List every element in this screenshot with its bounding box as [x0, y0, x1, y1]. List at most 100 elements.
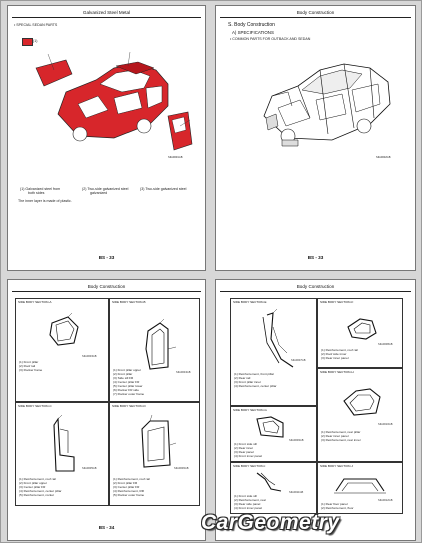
section-code: SIIA0003GB — [82, 355, 97, 358]
item-2: (2) Rear rail — [234, 376, 251, 380]
item-2: (2) Front pillar upper — [19, 481, 48, 485]
legend-label: (1) — [33, 39, 38, 43]
item-2: (2) Rear inner panel — [321, 434, 349, 438]
item-7: (7) Rocker outer frame — [113, 392, 145, 396]
caption-2-line2: galvanized — [90, 191, 108, 195]
section-drawing — [334, 478, 386, 494]
item-3: (3) Side sill FR — [113, 376, 134, 380]
section-drawing — [256, 416, 284, 438]
section-head: SIDE BODY SECTION-G — [233, 408, 267, 412]
item-4: (4) Reinforcement, center pillar — [234, 384, 277, 388]
item-2: (2) Front pillar — [113, 372, 133, 376]
page-number: BS - 34 — [98, 525, 115, 530]
figure-code: SIIA0001GB — [168, 156, 183, 159]
section-head: SIDE BODY SECTION-B — [112, 300, 146, 304]
caption-3: (3) Two-side galvanized steel — [140, 187, 187, 191]
section-code: SIIA0008GB — [378, 343, 393, 346]
body-frame-line-drawing — [263, 63, 391, 147]
section-code: SIIA0012GB — [378, 499, 393, 502]
section-drawing — [141, 415, 177, 468]
section-code: SIIA0010GB — [378, 423, 393, 426]
caption-1-line2: both sides — [28, 191, 45, 195]
item-2: (2) Roof rail — [19, 364, 36, 368]
page-number: BS - 33 — [307, 255, 324, 260]
page-galvanized-steel: Galvanized Steel Metal • SPECIAL SEDAN P… — [7, 5, 206, 271]
item-4: (4) Reinforcement, center pillar — [19, 489, 62, 493]
page-side-body-sections-2: Body Construction SIDE BODY SECTION-E SI… — [215, 279, 416, 541]
item-3: (3) Rear panel — [234, 450, 254, 454]
page-title: Body Construction — [296, 10, 335, 15]
item-5: (5) Center pillar lower — [113, 384, 143, 388]
item-4: (4) Reinforcement, RR — [113, 489, 144, 493]
item-5: (5) Reinforcement, rocker — [19, 493, 55, 497]
section-cell: SIDE BODY SECTION-J SIIA0012GB (1) Rear … — [317, 462, 403, 514]
item-1: (1) Rear floor panel — [321, 502, 348, 506]
item-2: (2) Roof side inner — [321, 352, 347, 356]
section-heading: S. Body Construction — [228, 22, 275, 28]
section-head: SIDE BODY SECTION-F — [320, 300, 354, 304]
item-1: (1) Reinforcement, roof rail — [19, 477, 56, 481]
item-5: (5) Rocker outer frame — [113, 493, 145, 497]
subheading: A) SPECIFICATIONS — [232, 30, 274, 35]
section-cell: SIDE BODY SECTION-I SIIA0011GB (1) Front… — [230, 462, 317, 514]
title-rule — [220, 17, 411, 18]
section-cell: SIDE BODY SECTION-A SIIA0003GB (1) Front… — [15, 298, 109, 402]
section-code: SIIA0007GB — [291, 359, 306, 362]
page-title: Body Construction — [296, 284, 335, 289]
section-head: SIDE BODY SECTION-I — [233, 464, 266, 468]
note: The inner layer is made of plastic. — [18, 199, 72, 203]
item-4: (4) Front inner panel — [234, 454, 263, 458]
item-2: (2) Front pillar FR — [113, 481, 138, 485]
section-cell: SIDE BODY SECTION-E SIIA0007GB (1) Reinf… — [230, 298, 317, 406]
item-1: (1) Reinforcement, roof rail — [113, 477, 150, 481]
page-body-construction-spec: Body Construction S. Body Construction A… — [215, 5, 416, 271]
section-drawing — [53, 415, 75, 472]
item-1: (1) Front side sill — [234, 442, 257, 446]
title-rule — [12, 17, 201, 18]
figure-code: SIIA0002GB — [376, 156, 391, 159]
section-head: SIDE BODY SECTION-J — [320, 464, 353, 468]
watermark-logo: CarGeometry — [201, 511, 340, 534]
section-drawing — [347, 318, 377, 340]
item-6: (6) Rocker FR side — [113, 388, 139, 392]
item-3: (3) Front pillar inner — [234, 380, 261, 384]
section-head: SIDE BODY SECTION-E — [233, 300, 267, 304]
section-drawing — [262, 309, 294, 368]
title-rule — [12, 291, 201, 292]
section-cell: SIDE BODY SECTION-C SIIA0005GB (1) Reinf… — [15, 402, 109, 506]
item-1: (1) Reinforcement, front pillar — [234, 372, 275, 376]
section-code: SIIA0004GB — [176, 371, 191, 374]
item-3: (3) Center pillar FR — [19, 485, 46, 489]
red-body-shell-illustration — [35, 51, 193, 151]
section-code: SIIA0011GB — [289, 491, 304, 494]
legend-swatch — [22, 38, 33, 46]
item-2: (2) Reinforcement, rear — [234, 498, 266, 502]
section-cell: SIDE BODY SECTION-H SIIA0010GB (1) Reinf… — [317, 368, 403, 462]
item-3: (3) Reinforcement, rear inner — [321, 438, 361, 442]
page-title: Galvanized Steel Metal — [82, 10, 131, 15]
section-cell: SIDE BODY SECTION-D SIIA0006GB (1) Reinf… — [109, 402, 200, 506]
section-cell: SIDE BODY SECTION-F SIIA0008GB (1) Reinf… — [317, 298, 403, 368]
page-number: BS - 33 — [98, 255, 115, 260]
item-2: (2) Reinforcement, floor — [321, 506, 354, 510]
caption-1: (1) Galvanized steel from — [20, 187, 61, 191]
item-3: (3) Rocker frame — [19, 368, 43, 372]
section-head: SIDE BODY SECTION-D — [112, 404, 146, 408]
section-drawing — [256, 472, 282, 492]
section-head: SIDE BODY SECTION-C — [18, 404, 52, 408]
item-1: (1) Front side sill — [234, 494, 257, 498]
section-drawing — [343, 388, 381, 416]
item-1: (1) Front pillar upper — [113, 368, 142, 372]
item-3: (3) Rear side panel — [234, 502, 261, 506]
subheading-parts: • COMMON PARTS FOR OUTBACK AND SEDAN — [230, 37, 311, 41]
section-drawing — [49, 313, 79, 346]
section-head: SIDE BODY SECTION-H — [320, 370, 354, 374]
section-code: SIIA0009GB — [289, 439, 304, 442]
page-side-body-sections-1: Body Construction SIDE BODY SECTION-A SI… — [7, 279, 206, 541]
section-label: • SPECIAL SEDAN PARTS — [14, 23, 58, 27]
item-1: (1) Reinforcement, roof rail — [321, 348, 358, 352]
item-1: (1) Reinforcement, rear pillar — [321, 430, 361, 434]
page-title: Body Construction — [87, 284, 126, 289]
item-2: (2) Rear inner — [234, 446, 254, 450]
